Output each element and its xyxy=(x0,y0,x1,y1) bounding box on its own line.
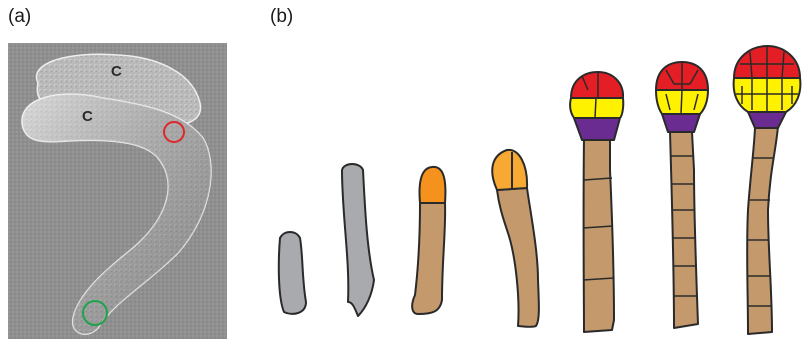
stage-one-cell-suspensor xyxy=(412,203,445,314)
stage-octant-suspensor xyxy=(584,138,614,332)
stage-dermatogen-suspensor xyxy=(670,132,698,328)
cotyledon-label-2: C xyxy=(82,108,93,125)
stage-one-cell-apical xyxy=(420,167,446,203)
panel-b-label: (b) xyxy=(270,6,293,28)
stage-octant-lower-tier xyxy=(570,98,623,118)
panel-a-label: (a) xyxy=(8,6,31,28)
stage-zygote-elongated xyxy=(342,164,374,316)
stage-dermatogen-hypophysis xyxy=(662,114,700,132)
stage-octant-hypophysis xyxy=(574,118,620,140)
embryo-micrograph: C C xyxy=(8,43,227,339)
stage-globular-hypophysis xyxy=(748,112,786,128)
stage-two-cell-apical xyxy=(492,150,527,190)
stage-two-cell-suspensor xyxy=(497,188,539,327)
stage-zygote-small xyxy=(279,232,306,314)
stage-globular-suspensor xyxy=(747,126,778,334)
cotyledon-label-1: C xyxy=(111,63,122,80)
embryo-stage-diagram xyxy=(262,40,806,340)
stage-octant-upper-tier xyxy=(571,72,623,98)
